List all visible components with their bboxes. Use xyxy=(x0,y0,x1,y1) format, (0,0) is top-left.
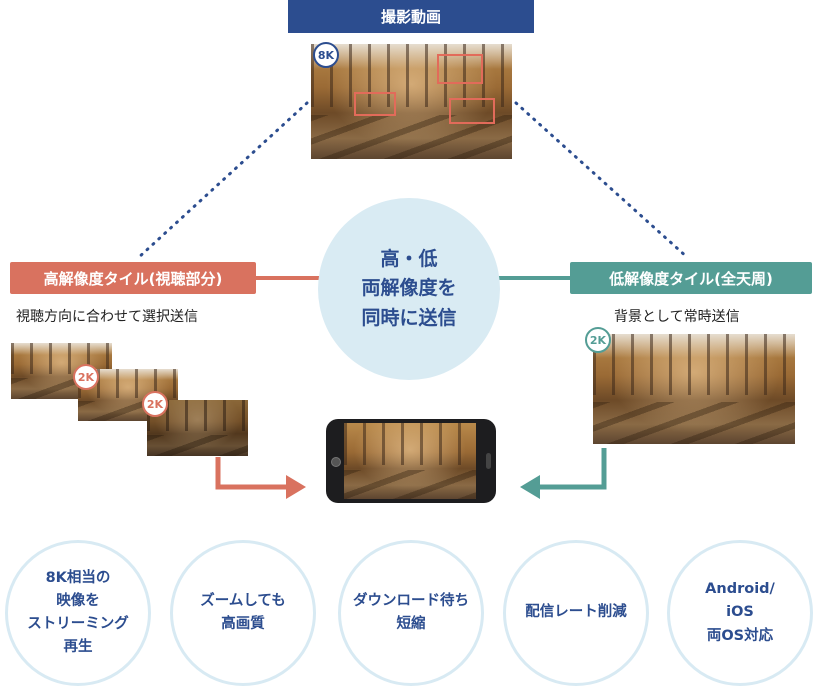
tile-highlight-box xyxy=(354,92,396,116)
title-bar: 撮影動画 xyxy=(288,0,534,33)
feature-line: 短縮 xyxy=(396,616,426,632)
center-line: 両解像度を xyxy=(361,277,457,300)
phone-screen-image xyxy=(344,423,476,499)
feature-circle-download: ダウンロード待ち 短縮 xyxy=(338,540,484,686)
center-line: 同時に送信 xyxy=(361,306,457,329)
feature-line: ズームしても xyxy=(200,592,286,609)
center-circle: 高・低 両解像度を 同時に送信 xyxy=(318,198,500,380)
low-res-label: 低解像度タイル(全天周) xyxy=(570,262,812,294)
smartphone xyxy=(326,419,496,503)
arrow-low xyxy=(538,448,607,490)
arrow-high xyxy=(215,457,288,490)
dotted-line-left xyxy=(136,101,309,260)
resolution-badge-2k: 2K xyxy=(73,364,99,390)
panorama-8k-image xyxy=(311,44,512,159)
tile-highlight-box xyxy=(437,54,483,84)
center-line: 高・低 xyxy=(380,247,438,270)
feature-circle-zoom: ズームしても 高画質 xyxy=(170,540,316,686)
feature-line: ストリーミング xyxy=(27,616,129,632)
camera-icon xyxy=(331,457,341,467)
resolution-badge-2k: 2K xyxy=(585,327,611,353)
feature-circle-8k-streaming: 8K相当の 映像を ストリーミング 再生 xyxy=(5,540,151,686)
feature-line: 両OS対応 xyxy=(706,627,774,644)
feature-circle-os: Android/ iOS 両OS対応 xyxy=(667,540,813,686)
arrow-high-head xyxy=(286,475,306,499)
feature-line: 配信レート削減 xyxy=(525,604,627,621)
home-button-icon xyxy=(486,453,491,469)
feature-line: 高画質 xyxy=(221,616,265,632)
feature-line: 8K相当の xyxy=(45,569,111,586)
feature-line: ダウンロード待ち xyxy=(353,592,469,609)
high-res-caption: 視聴方向に合わせて選択送信 xyxy=(16,309,198,325)
dotted-line-right xyxy=(514,101,690,260)
feature-line: 映像を xyxy=(56,592,100,609)
low-res-panorama-image xyxy=(593,334,795,444)
tile-highlight-box xyxy=(449,98,495,124)
resolution-badge-2k: 2K xyxy=(142,391,168,417)
high-res-label: 高解像度タイル(視聴部分) xyxy=(10,262,256,294)
feature-circle-rate: 配信レート削減 xyxy=(503,540,649,686)
resolution-badge-8k: 8K xyxy=(313,42,339,68)
arrow-low-head xyxy=(520,475,540,499)
low-res-caption: 背景として常時送信 xyxy=(614,309,740,325)
feature-line: iOS xyxy=(726,604,754,621)
feature-line: Android/ xyxy=(705,581,775,598)
feature-line: 再生 xyxy=(63,639,93,656)
